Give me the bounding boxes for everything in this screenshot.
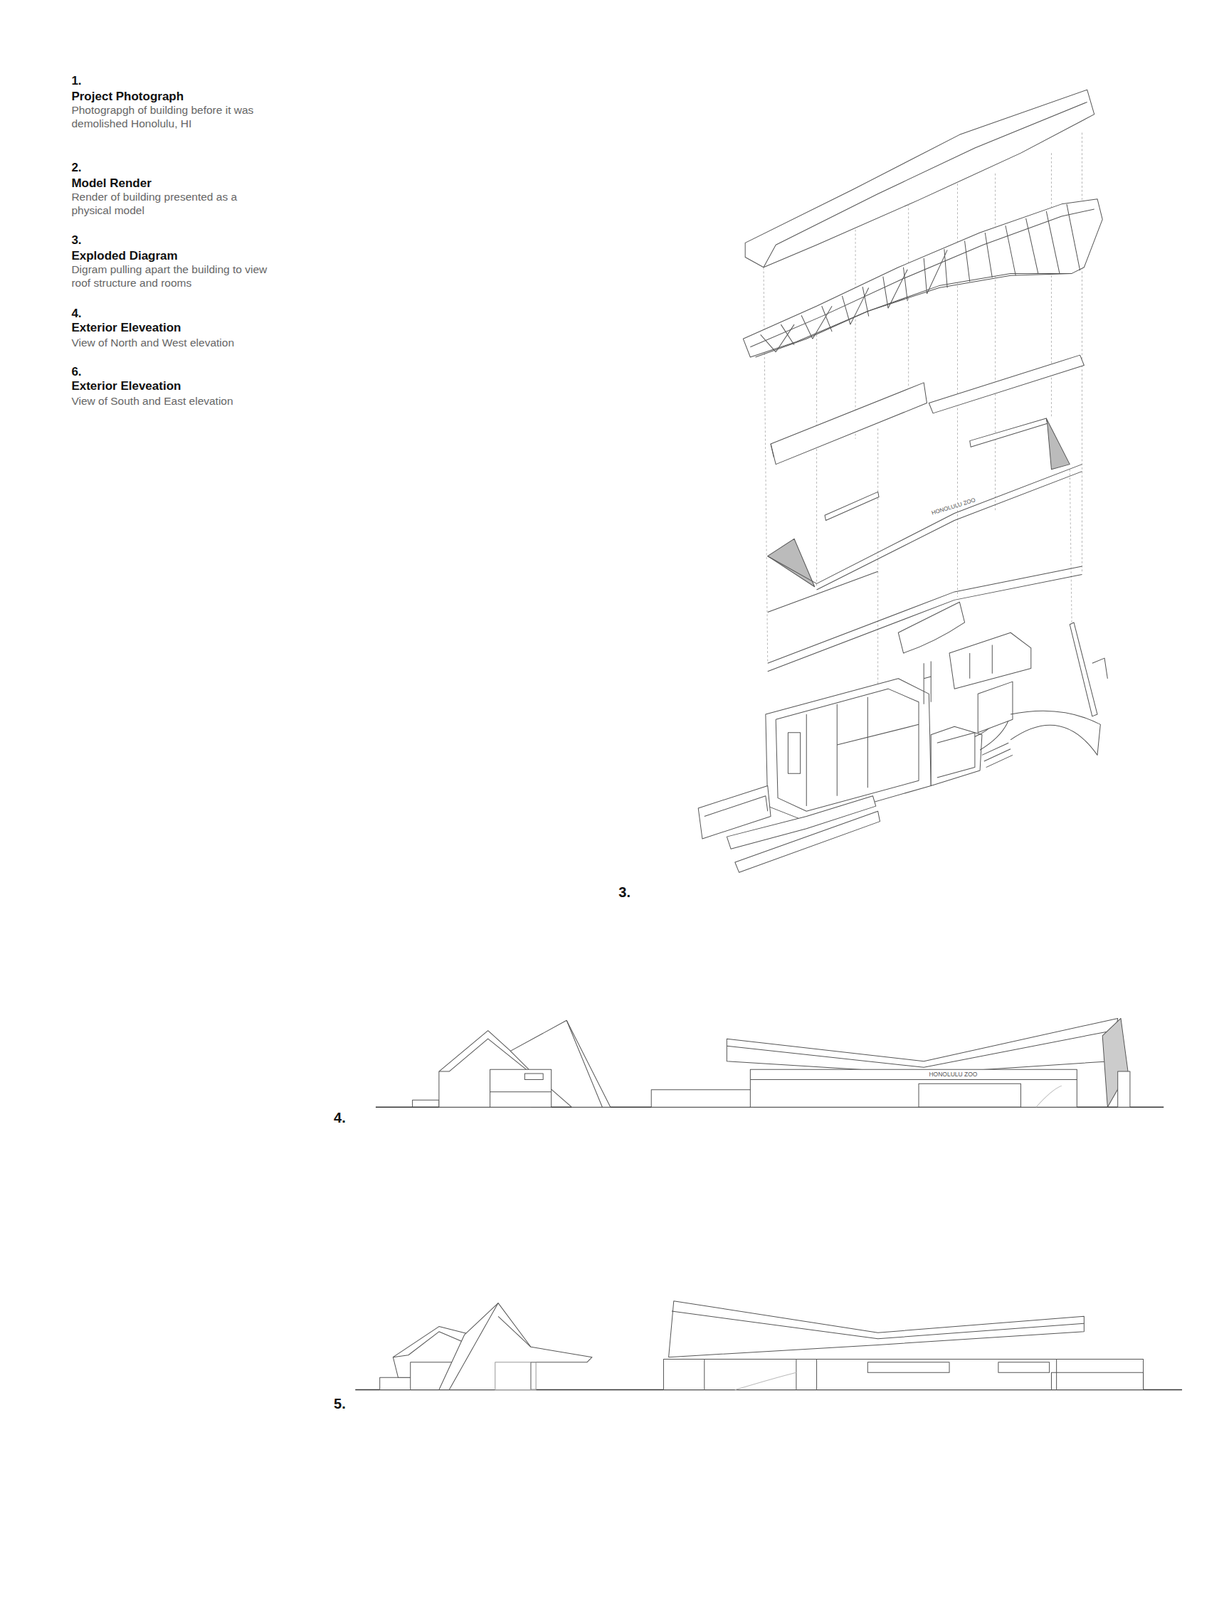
item-heading: Exterior Eleveation <box>71 378 297 394</box>
walls <box>767 566 1083 672</box>
elevation-south-east <box>355 1301 1183 1391</box>
roof-structure <box>742 199 1103 358</box>
item-description: View of North and West elevation <box>71 335 297 350</box>
item-description: Photograpgh of building before it was de… <box>71 103 276 131</box>
callout-number: 6. <box>71 364 276 380</box>
callout-number: 2. <box>71 160 276 176</box>
floor-plan <box>698 602 1108 873</box>
beams <box>767 418 1083 590</box>
callout-number: 1. <box>71 73 276 89</box>
callout-number: 3. <box>618 883 659 902</box>
item-heading: Model Render <box>71 175 297 191</box>
item-description: Digram pulling apart the building to vie… <box>71 262 276 291</box>
soffit-panels <box>770 355 1084 464</box>
callout-number: 4. <box>71 306 276 321</box>
callout-number: 4. <box>333 1109 375 1128</box>
elevation-north-west <box>375 1018 1164 1108</box>
sign-text: HONOLULU ZOO <box>930 486 1012 518</box>
item-description: Render of building presented as a physic… <box>71 190 276 218</box>
item-description: View of South and East elevation <box>71 394 297 408</box>
item-heading: Project Photograph <box>71 88 297 104</box>
item-heading: Exterior Eleveation <box>71 320 297 336</box>
callout-number: 5. <box>333 1395 375 1414</box>
callout-number: 3. <box>71 232 276 248</box>
item-heading: Exploded Diagram <box>71 248 297 264</box>
sign-text: HONOLULU ZOO <box>928 1071 1011 1079</box>
